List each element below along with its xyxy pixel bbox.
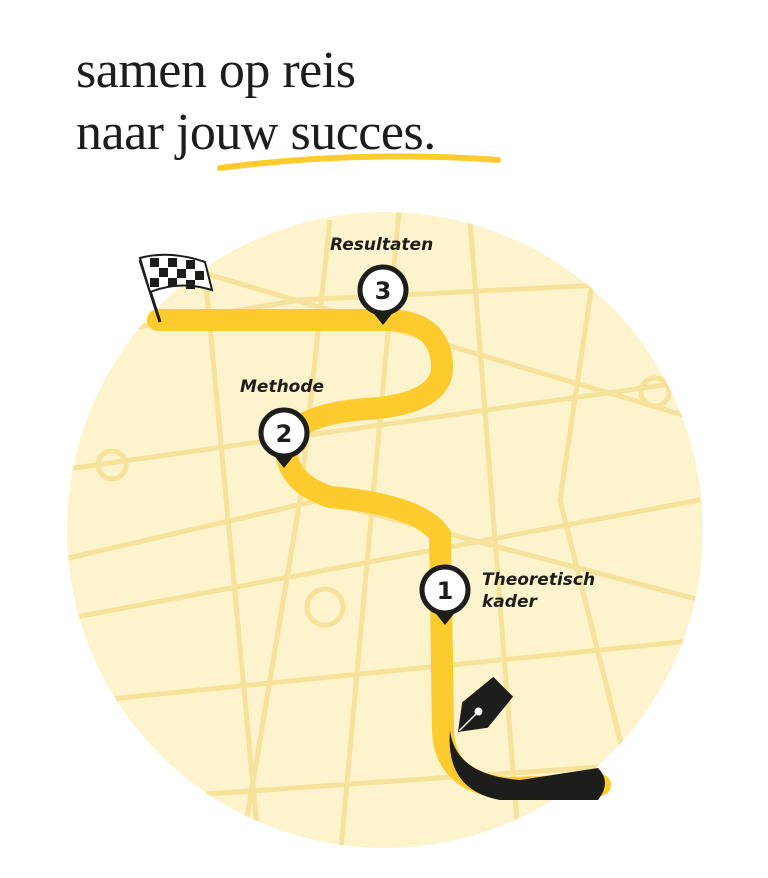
milestone-1-label-2: kader: [482, 592, 538, 612]
ink-stroke: [449, 730, 605, 800]
headline: samen op reis naar jouw succes.: [76, 40, 436, 164]
svg-text:2: 2: [276, 420, 293, 448]
milestone-2-label: Methode: [240, 377, 324, 397]
milestone-1-label: Theoretisch: [482, 570, 595, 590]
pen-nib-icon: [457, 676, 514, 733]
milestone-1: 1 Theoretisch kader: [419, 564, 595, 625]
headline-underline: [217, 153, 501, 171]
headline-line-2: naar jouw succes.: [76, 104, 436, 161]
headline-line-1: samen op reis: [76, 42, 356, 99]
svg-text:3: 3: [375, 277, 392, 305]
milestone-2: 2 Methode: [240, 377, 324, 468]
finish-flag-icon: [138, 253, 214, 323]
milestone-3-label: Resultaten: [330, 235, 433, 255]
svg-text:1: 1: [437, 577, 454, 605]
milestone-3: 3 Resultaten: [330, 235, 433, 325]
